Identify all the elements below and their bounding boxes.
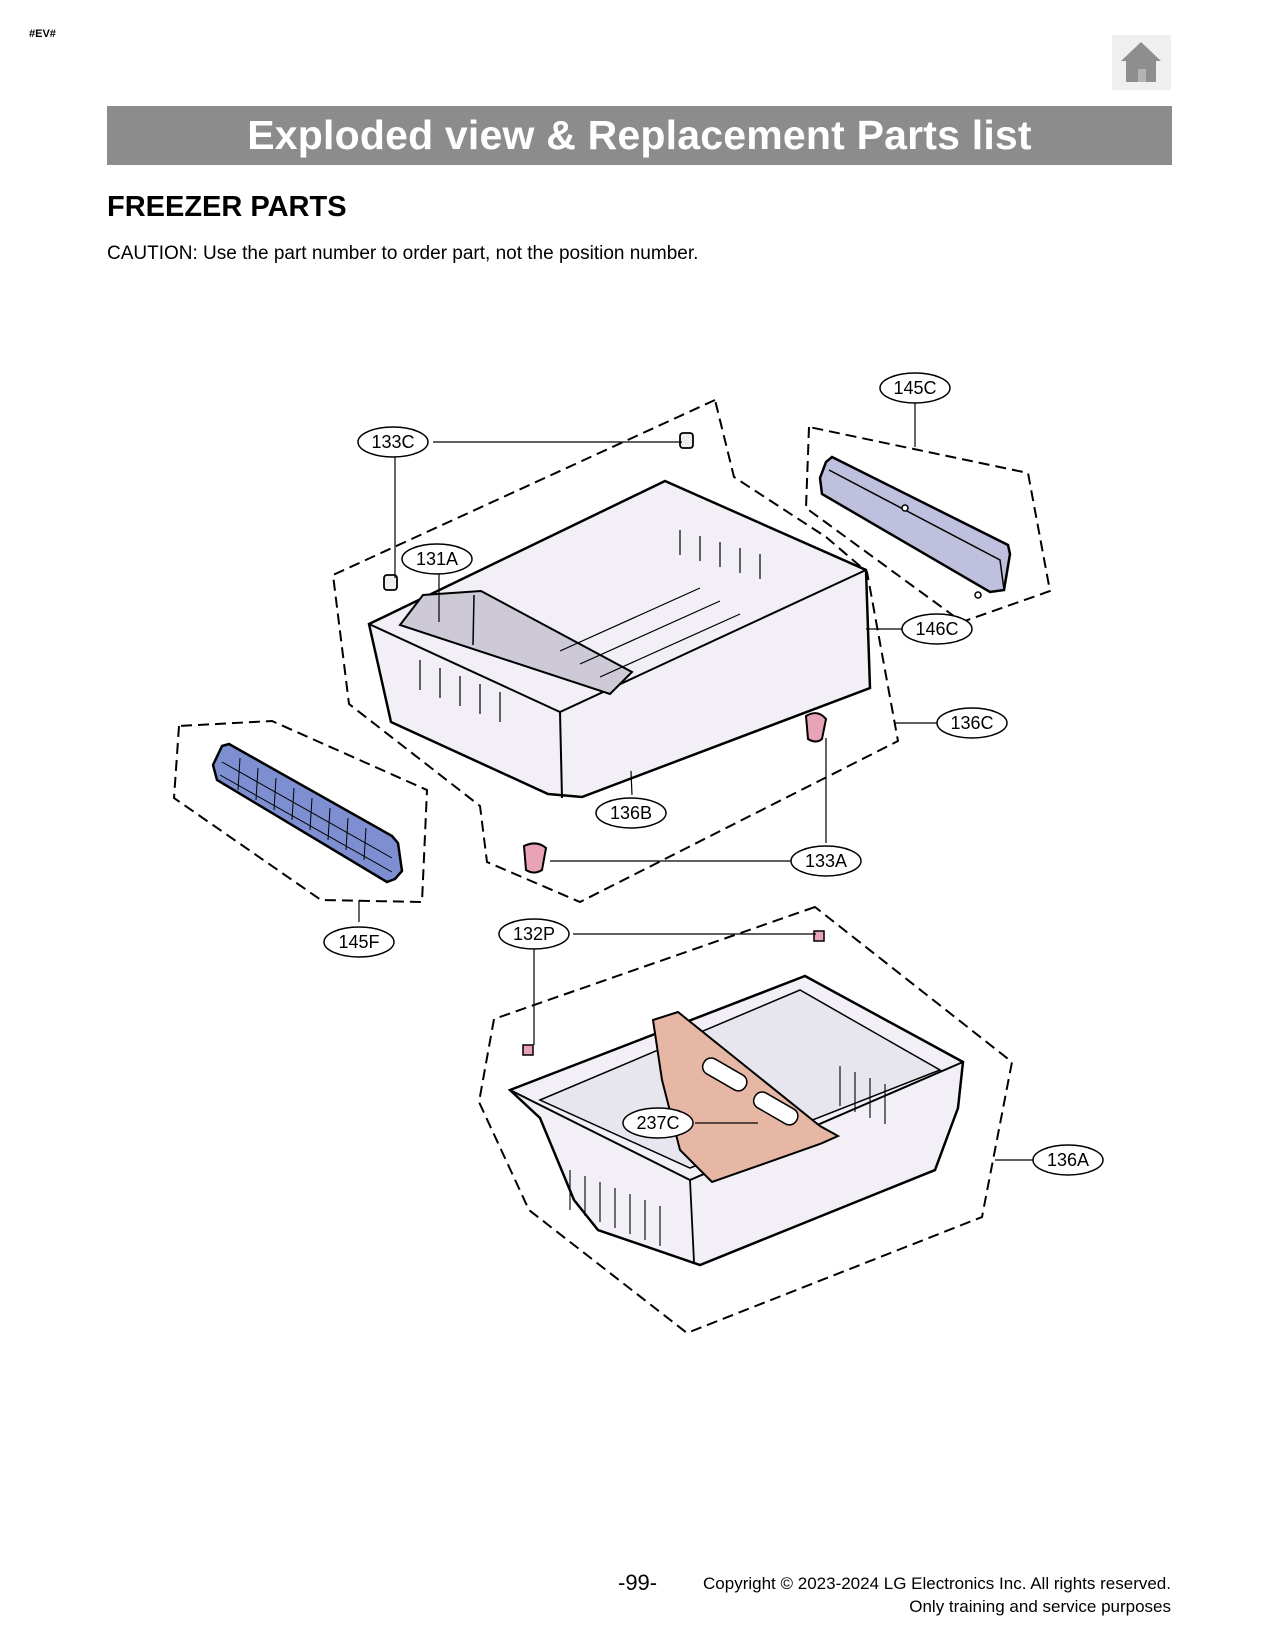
footer-copyright-block: Copyright © 2023-2024 LG Electronics Inc…: [703, 1572, 1171, 1618]
callout-label-136C: 136C: [950, 713, 993, 733]
callout-136B: [595, 797, 667, 829]
divider-237C-part: [651, 1010, 841, 1184]
document-tag: #EV#: [29, 28, 56, 40]
stopper-133A-part: [522, 712, 828, 874]
callout-label-133C: 133C: [371, 432, 414, 452]
group-outline-lower-bin: [477, 905, 1014, 1335]
group-outline-left-rail: [172, 719, 429, 904]
callout-label-133A: 133A: [805, 851, 847, 871]
section-heading: FREEZER PARTS: [107, 191, 347, 223]
callout-145C: [879, 372, 951, 404]
group-outline-upper-drawer: [331, 398, 900, 904]
home-button[interactable]: [1112, 35, 1171, 90]
callout-label-132P: 132P: [513, 924, 555, 944]
callout-146C: [901, 613, 973, 645]
home-icon: [1121, 42, 1161, 82]
page-number: -99-: [618, 1570, 658, 1595]
leader-lines: [358, 403, 1033, 1161]
page-title: Exploded view & Replacement Parts list: [247, 112, 1032, 158]
callout-133A: [790, 845, 862, 877]
usage-note: Only training and service purposes: [909, 1597, 1171, 1616]
callout-136C: [936, 707, 1008, 739]
copyright-text: Copyright © 2023-2024 LG Electronics Inc…: [703, 1574, 1171, 1593]
callout-label-136B: 136B: [610, 803, 652, 823]
stopper-133C-part: [383, 432, 694, 591]
callout-label-237C: 237C: [636, 1113, 679, 1133]
callout-label-146C: 146C: [915, 619, 958, 639]
callout-131A: [401, 543, 473, 575]
callout-label-136A: 136A: [1047, 1150, 1089, 1170]
callout-labels: 145C 133C 131A 146C 136C 136B 133A 145F …: [338, 378, 1089, 1170]
callout-145F: [323, 926, 395, 958]
lower-bin-136A-part: [507, 974, 965, 1267]
rail-145F-part: [211, 742, 404, 884]
callout-136A: [1032, 1144, 1104, 1176]
callout-237C: [622, 1107, 694, 1139]
rail-145C-part: [818, 455, 1012, 599]
callout-label-145F: 145F: [338, 932, 379, 952]
callout-133C: [357, 426, 429, 458]
callout-bubbles: [323, 372, 1104, 1176]
stopper-132P-part: [522, 930, 825, 1056]
callout-label-131A: 131A: [416, 549, 458, 569]
title-banner: Exploded view & Replacement Parts list: [107, 106, 1172, 165]
caution-note: CAUTION: Use the part number to order pa…: [107, 243, 699, 264]
callout-132P: [498, 918, 570, 950]
upper-drawer-136B-part: [367, 479, 872, 799]
callout-label-145C: 145C: [893, 378, 936, 398]
